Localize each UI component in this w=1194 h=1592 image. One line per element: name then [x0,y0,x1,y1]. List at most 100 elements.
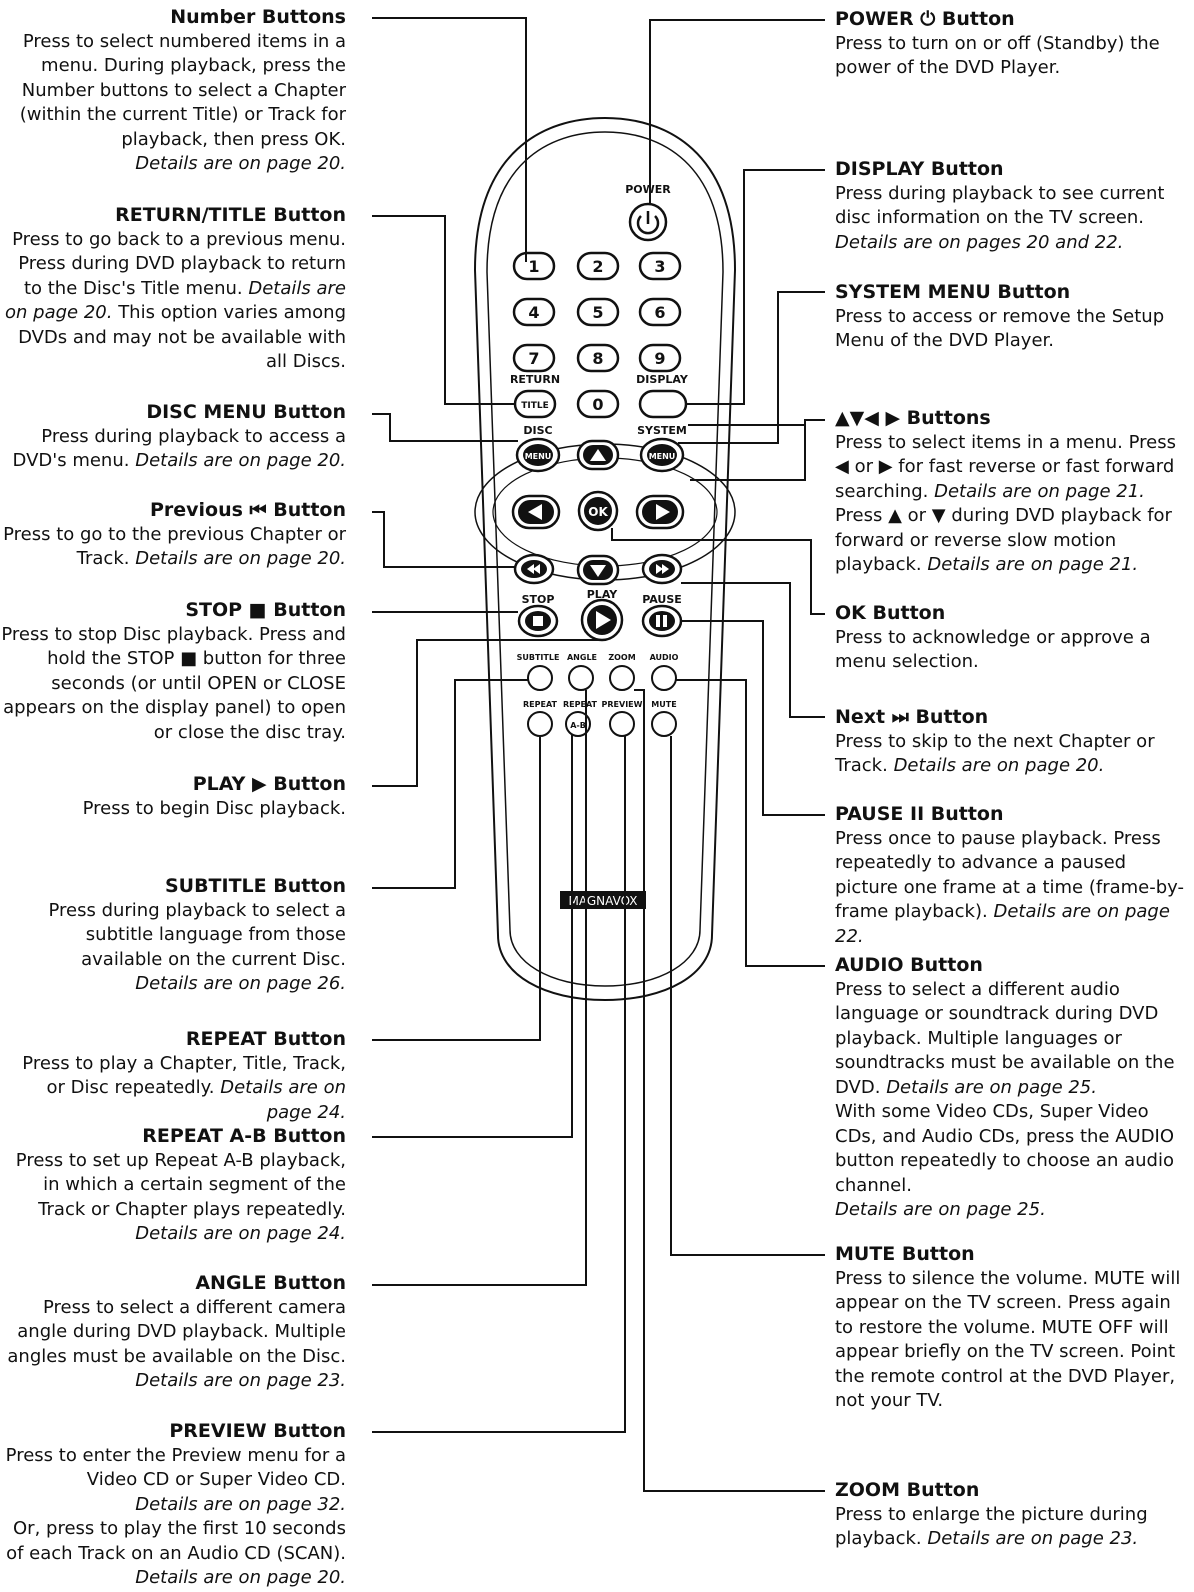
callout-detail: Details are on page 20. [135,548,346,569]
disc-menu-key-label: DISC [523,424,552,437]
repeat-ab-key-text: A-B [570,721,586,730]
ok-key[interactable]: OK [577,490,619,532]
repeat-ab-key[interactable]: A-B [565,711,591,737]
preview-key-label: PREVIEW [602,700,643,709]
repeat-ab-key-label: REPEAT [563,700,598,709]
leader-next [681,582,825,718]
leader-return [372,215,516,405]
number-key-9[interactable]: 9 [638,343,682,373]
stop-key[interactable] [517,604,559,638]
callout-number: Number Buttons Press to select numbered … [1,5,346,177]
number-key-text: 5 [592,303,603,322]
callout-detail: Details are on page 25. [886,1076,1097,1098]
leader-number [372,17,527,262]
callout-title: SYSTEM MENU Button [835,281,1071,303]
callout-title: STOP ■ Button [185,599,346,621]
leader-power [649,19,825,204]
callout-detail-2: Details are on page 20. [135,1567,346,1588]
number-key-2[interactable]: 2 [576,251,620,281]
callout-angle: ANGLE Button Press to select a different… [1,1271,346,1394]
callout-title: Previous ⏮ Button [149,499,346,521]
disc-menu-key-text: MENU [525,452,552,461]
callout-detail: Details are on page 24. [135,1223,346,1244]
callout-desc: Press to select a different audio langua… [835,978,1175,1098]
down-arrow-key[interactable] [576,554,620,586]
mute-key[interactable] [651,711,677,737]
callout-desc: Press to enlarge the picture during play… [835,1503,1148,1550]
number-key-1[interactable]: 1 [512,251,556,281]
callout-desc: Press to select a different camera angle… [7,1296,346,1367]
callout-mute: MUTE Button Press to silence the volume.… [835,1242,1190,1414]
pause-key[interactable] [641,604,683,638]
callout-return: RETURN/TITLE Button Press to go back to … [1,203,346,375]
right-arrow-key[interactable] [635,494,685,530]
callout-desc: Press to select items in a menu. Press ◀… [835,431,1176,502]
audio-key[interactable] [651,665,677,691]
callout-desc: Press to enter the Preview menu for a Vi… [5,1444,346,1491]
number-key-text: 4 [528,303,539,322]
disc-menu-key[interactable]: MENU [515,437,561,473]
power-key[interactable] [628,202,668,242]
left-arrow-key[interactable] [511,494,561,530]
zoom-key-label: ZOOM [608,653,635,662]
play-key[interactable] [580,598,624,642]
number-key-7[interactable]: 7 [512,343,556,373]
callout-desc: Press during playback to see current dis… [835,182,1165,229]
callout-arrows: ▲▼◀ ▶ Buttons Press to select items in a… [835,406,1190,578]
leader-angle [372,690,587,1286]
remote-body-inner [486,131,724,987]
stop-key-label: STOP [522,593,555,606]
leader-audio [676,679,825,967]
previous-key[interactable] [513,553,555,585]
system-menu-key-text: MENU [649,452,676,461]
number-key-5[interactable]: 5 [576,297,620,327]
callout-desc: Press to set up Repeat A-B playback, in … [15,1149,346,1220]
leader-display [686,169,825,405]
number-key-3[interactable]: 3 [638,251,682,281]
number-key-6[interactable]: 6 [638,297,682,327]
pause-key-label: PAUSE [642,593,682,606]
repeat-key[interactable] [527,711,553,737]
number-key-text: 2 [592,257,603,276]
preview-key[interactable] [609,711,635,737]
callout-detail: Details are on page 24. [220,1077,346,1123]
callout-desc: Press to acknowledge or approve a menu s… [835,626,1151,673]
angle-key[interactable] [568,665,594,691]
number-key-text: 6 [654,303,665,322]
up-arrow-key[interactable] [576,439,620,471]
callout-desc: Press to play a Chapter, Title, Track, o… [22,1052,346,1099]
next-key[interactable] [641,553,683,585]
leader-repeatab [372,735,573,1138]
callout-detail-2: Details are on page 21. [927,554,1139,575]
callout-desc: Press to select numbered items in a menu… [19,30,346,150]
callout-title: PAUSE II Button [835,803,1004,825]
callout-pause: PAUSE II Button Press once to pause play… [835,802,1190,949]
callout-systemmenu: SYSTEM MENU Button Press to access or re… [835,280,1190,354]
callout-title: RETURN/TITLE Button [115,204,346,226]
callout-title: MUTE Button [835,1243,975,1265]
number-key-4[interactable]: 4 [512,297,556,327]
display-key-label: DISPLAY [636,373,689,386]
subtitle-key[interactable] [527,665,553,691]
callout-desc: Press to skip to the next Chapter or Tra… [835,730,1155,777]
callout-title: DISC MENU Button [146,401,346,423]
leader-preview [372,736,626,1433]
callout-detail: Details are on pages 20 and 22. [835,231,1124,253]
system-menu-key[interactable]: MENU [639,437,685,473]
title-key[interactable]: TITLE [513,389,557,419]
leader-repeat [372,737,541,1041]
zoom-key[interactable] [609,665,635,691]
leader-subtitle [372,679,528,889]
callout-detail: Details are on page 20. [135,153,346,174]
callout-desc-2: Press ▲ or ▼ during DVD playback for for… [835,505,1172,575]
callout-desc: Press to stop Disc playback. Press and h… [1,623,346,743]
number-key-8[interactable]: 8 [576,343,620,373]
callout-play: PLAY ▶ Button Press to begin Disc playba… [1,772,346,821]
number-key-0[interactable]: 0 [576,389,620,419]
callout-audio: AUDIO Button Press to select a different… [835,953,1190,1223]
system-menu-key-label: SYSTEM [637,424,687,437]
title-key-text: TITLE [521,401,549,411]
mute-key-label: MUTE [651,700,676,709]
